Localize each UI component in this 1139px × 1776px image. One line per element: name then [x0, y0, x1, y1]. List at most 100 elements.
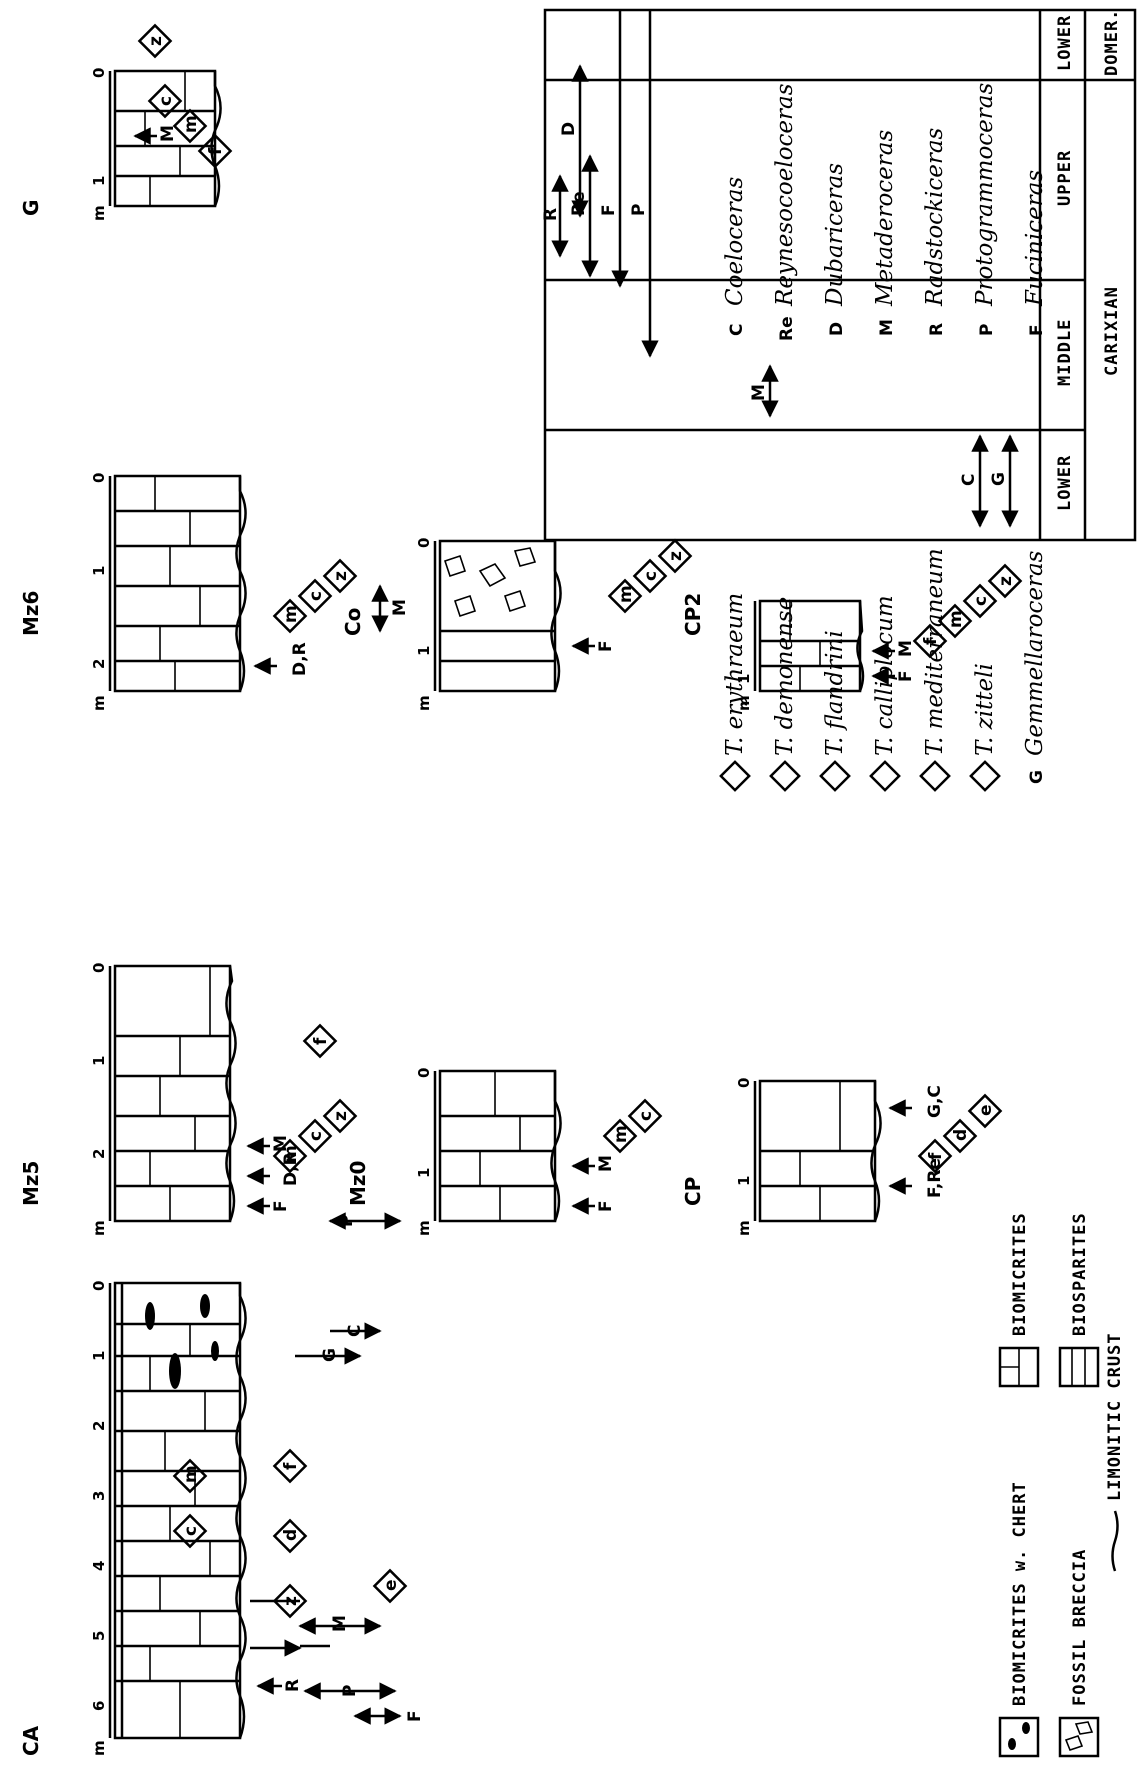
- svg-text:z: z: [146, 36, 166, 46]
- svg-text:e: e: [381, 1579, 401, 1591]
- scale-tick-Mz5-1: 1: [90, 1056, 108, 1066]
- diamond-Mz5-z: z: [322, 1098, 358, 1134]
- section-Co: Co m 0 1 F: [341, 538, 616, 711]
- scale-tick-CA-2: 2: [90, 1421, 108, 1431]
- section-label-CP: CP: [681, 1177, 705, 1206]
- taxa-item-3: T. calliplocum: [869, 595, 901, 792]
- svg-text:Radstockiceras: Radstockiceras: [922, 127, 948, 307]
- taxa-item-2: T. flandrini: [819, 630, 851, 792]
- scale-tick-Co-1: 1: [415, 646, 433, 656]
- diamond-CP2-z: z: [987, 563, 1023, 599]
- diamond-Mz6-m: m: [272, 598, 308, 634]
- diamond-CP-f: f: [917, 1138, 953, 1174]
- scale-tick-Mz6-1: 1: [90, 566, 108, 576]
- svg-text:e: e: [976, 1104, 996, 1116]
- taxa-item-0: T. erythraeum: [719, 593, 751, 792]
- svg-text:Reynesocoeloceras: Reynesocoeloceras: [772, 83, 798, 307]
- diamond-CP-d: d: [942, 1118, 978, 1154]
- marker-CP-GC: G,C: [925, 1085, 945, 1118]
- marker-Mz0-M: M: [596, 1155, 616, 1172]
- scale-tick-Mz0-0: 0: [415, 1068, 433, 1078]
- svg-text:m: m: [181, 115, 201, 133]
- svg-text:f: f: [921, 637, 941, 645]
- svg-text:d: d: [951, 1129, 971, 1141]
- svg-text:f: f: [311, 1037, 331, 1045]
- scale-tick-CP2-1: 1: [735, 674, 753, 684]
- section-label-CA: CA: [19, 1725, 43, 1756]
- sub-upper: UPPER: [1055, 150, 1075, 206]
- svg-text:m: m: [281, 605, 301, 623]
- svg-text:c: c: [181, 1526, 201, 1536]
- diamond-CA-e: e: [372, 1568, 408, 1604]
- diamond-Mz6-c: c: [297, 578, 333, 614]
- svg-text:Gemmellaroceras: Gemmellaroceras: [1022, 550, 1048, 756]
- marker-Mz5-P: P: [337, 1215, 357, 1227]
- svg-text:m: m: [181, 1465, 201, 1483]
- sub-middle: MIDDLE: [1055, 319, 1075, 386]
- marker-Mz5-F: F: [271, 1200, 291, 1212]
- svg-text:m: m: [281, 1145, 301, 1163]
- svg-text:f: f: [926, 1152, 946, 1160]
- scale-unit-Mz0: m: [415, 1220, 433, 1236]
- diamond-Mz6-z: z: [322, 558, 358, 594]
- range-G: G: [989, 472, 1009, 486]
- legend-item-breccia: FOSSIL BRECCIA: [1058, 1549, 1100, 1758]
- diamond-markers: e d f c m z m c z f m c f d e m c z m c …: [137, 23, 1023, 1619]
- marker-Mz5-M: M: [271, 1135, 291, 1152]
- scale-tick-CA-1: 1: [90, 1351, 108, 1361]
- diamond-CP2-m: m: [937, 603, 973, 639]
- svg-text:Metaderoceras: Metaderoceras: [872, 130, 898, 307]
- scale-tick-CP-1: 1: [735, 1176, 753, 1186]
- svg-text:M: M: [877, 319, 897, 336]
- svg-text:c: c: [306, 1131, 326, 1141]
- marker-CA-C: C: [345, 1325, 365, 1337]
- marker-CA-P: P: [340, 1685, 360, 1697]
- scale-tick-CA-5: 5: [90, 1631, 108, 1641]
- section-label-Mz0: Mz0: [346, 1161, 370, 1206]
- svg-text:z: z: [331, 1111, 351, 1121]
- diamond-G-f: f: [197, 133, 233, 169]
- svg-text:LIMONITIC CRUST: LIMONITIC CRUST: [1105, 1332, 1125, 1501]
- scale-tick-CP-0: 0: [735, 1078, 753, 1088]
- scale-tick-CA-4: 4: [90, 1561, 108, 1571]
- scale-unit-CP: m: [735, 1220, 753, 1236]
- scale-tick-Mz6-2: 2: [90, 659, 108, 669]
- sub-lower-domer: LOWER: [1055, 15, 1075, 71]
- scale-tick-CA-0: 0: [90, 1281, 108, 1291]
- range-P: P: [629, 204, 649, 216]
- range-R: R: [541, 208, 561, 221]
- svg-text:c: c: [971, 596, 991, 606]
- markers-CA: R F P M G C: [256, 1322, 425, 1725]
- marker-G-M: M: [158, 125, 178, 142]
- svg-text:c: c: [306, 591, 326, 601]
- section-label-Co: Co: [341, 608, 365, 636]
- diamond-Mz5-f: f: [302, 1023, 338, 1059]
- scale-tick-G-1: 1: [90, 176, 108, 186]
- svg-text:Coeloceras: Coeloceras: [722, 177, 748, 306]
- diamond-Co-m: m: [607, 578, 643, 614]
- diamond-G-z: z: [137, 23, 173, 59]
- taxa-item-1: T. demonense: [769, 597, 801, 792]
- range-C: C: [959, 474, 979, 486]
- svg-text:Fuciniceras: Fuciniceras: [1022, 170, 1048, 307]
- diamond-Mz5-c: c: [297, 1118, 333, 1154]
- scale-tick-Mz5-2: 2: [90, 1149, 108, 1159]
- taxa-legend: T. erythraeum T. demonense T. flandrini …: [719, 82, 1048, 792]
- svg-text:BIOSPARITES: BIOSPARITES: [1070, 1212, 1090, 1336]
- svg-text:m: m: [611, 1125, 631, 1143]
- diamond-CA-f: f: [272, 1448, 308, 1484]
- svg-text:z: z: [996, 576, 1016, 586]
- marker-CP2-F: F: [896, 670, 916, 682]
- svg-text:T. mediterraneum: T. mediterraneum: [922, 548, 948, 756]
- marker-CA-M: M: [330, 1615, 350, 1632]
- scale-tick-CA-6: 6: [90, 1701, 108, 1711]
- diamond-ranges-CA: [250, 1599, 330, 1657]
- diamond-CA-z: z: [272, 1583, 308, 1619]
